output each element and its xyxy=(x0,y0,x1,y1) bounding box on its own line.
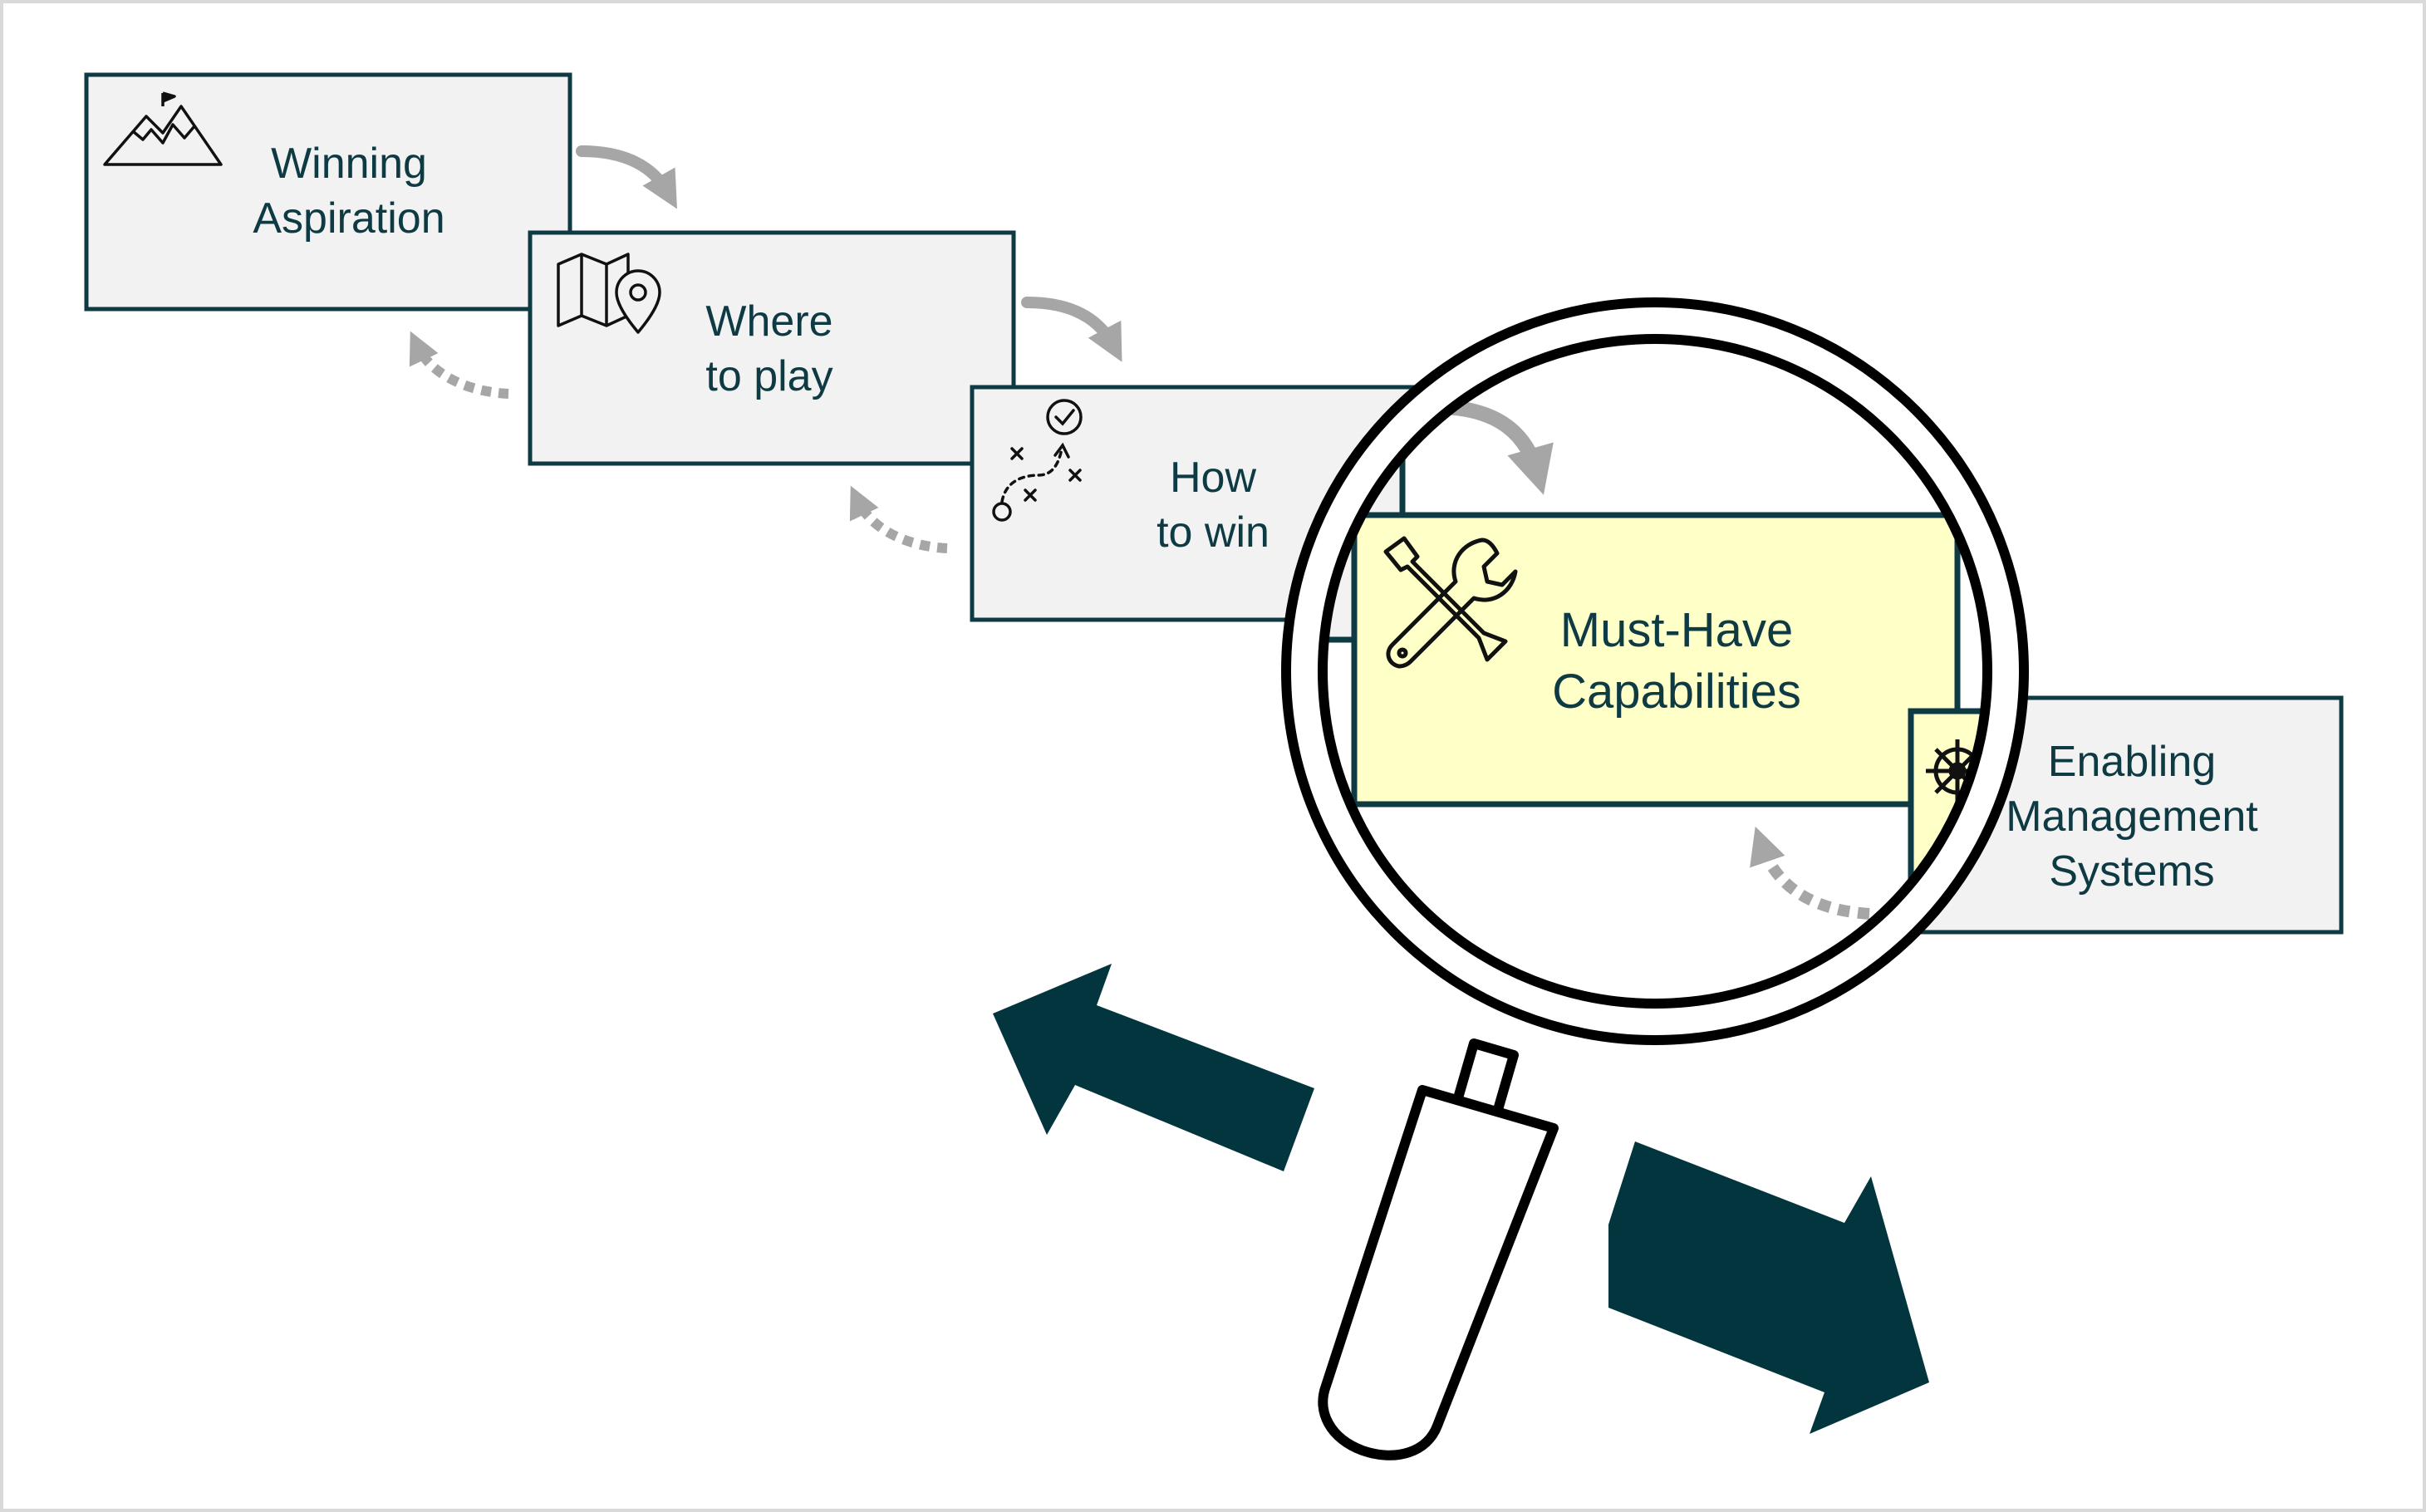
step-box-highlighted xyxy=(1351,512,1961,808)
step-where-to-play: Where to play xyxy=(528,230,1016,466)
forward-arrow xyxy=(1021,297,1122,362)
step-label-line1: Enabling xyxy=(2048,738,2216,786)
forward-arrow xyxy=(576,145,677,209)
step-label-line1: Winning xyxy=(271,140,427,188)
step-label-line1: How xyxy=(1170,454,1256,502)
strategy-play-icon xyxy=(992,399,1083,522)
step-label-line1: Where xyxy=(705,297,832,346)
feedback-arrow xyxy=(849,485,948,553)
step-label-line1: Must-Have xyxy=(1560,603,1793,657)
step-must-have-capabilities: Must-Have Capabilities xyxy=(1351,512,1961,808)
feedback-arrows xyxy=(409,331,948,553)
magnifier-handle xyxy=(1318,1038,1559,1460)
big-arrow-right xyxy=(1608,1141,1929,1434)
map-pin-icon xyxy=(557,253,661,334)
forward-arrows xyxy=(576,145,1122,362)
magnifying-glass-icon xyxy=(1281,297,2029,1045)
step-box xyxy=(84,72,572,312)
step-label-line2: Management xyxy=(2006,793,2258,841)
step-box xyxy=(528,230,1016,466)
feedback-arrow xyxy=(1750,826,1870,920)
step-label-line2: to win xyxy=(1157,508,1269,557)
step-label-line3: Systems xyxy=(2049,847,2214,896)
feedback-arrow xyxy=(409,331,509,399)
step-label-line2: to play xyxy=(705,352,832,400)
step-winning-aspiration: Winning Aspiration xyxy=(84,72,572,312)
wrench-screwdriver-icon xyxy=(1383,536,1518,669)
step-label-line2: Capabilities xyxy=(1552,665,1801,719)
step-label-line2: Aspiration xyxy=(253,194,444,243)
big-arrow-left xyxy=(993,964,1314,1171)
mountain-flag-icon xyxy=(103,91,223,166)
